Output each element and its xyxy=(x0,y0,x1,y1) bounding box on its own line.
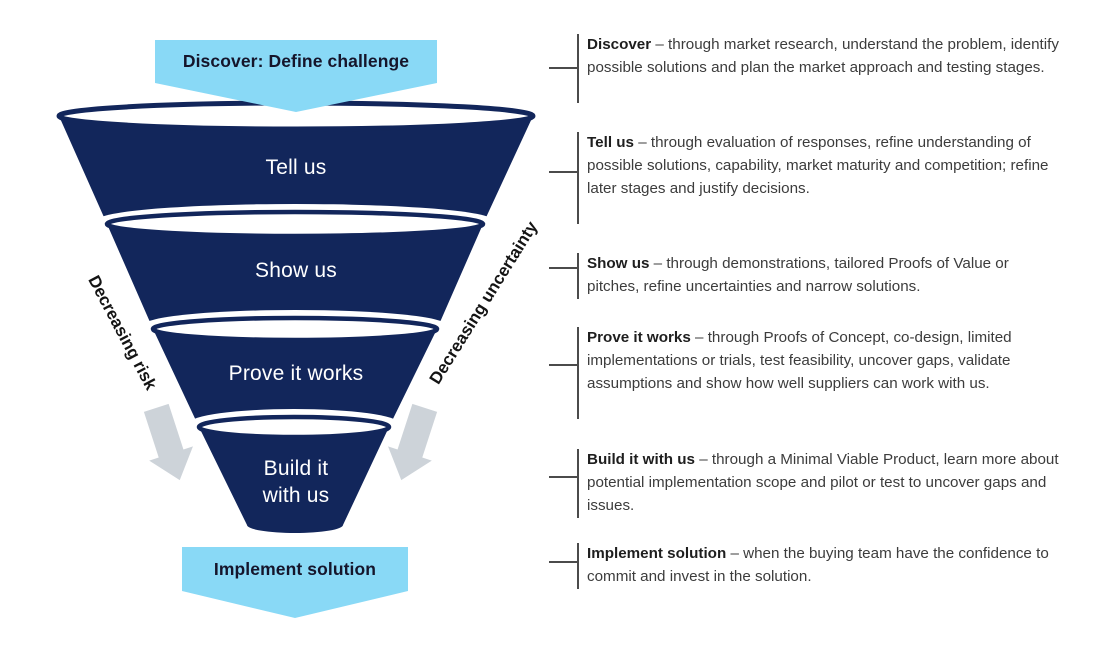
stage-label-show-us: Show us xyxy=(255,259,337,282)
bottom-banner-shape xyxy=(182,547,408,618)
connector-bar xyxy=(577,327,579,419)
connector-line xyxy=(549,267,578,269)
description-text: Discover – through market research, unde… xyxy=(587,33,1061,79)
description-row-show-us: Show us – through demonstrations, tailor… xyxy=(549,252,1061,299)
description-text: Implement solution – when the buying tea… xyxy=(587,542,1061,588)
connector-line xyxy=(549,364,578,366)
stage-label-build-it-with-us: Build it with us xyxy=(226,455,366,509)
stage-label-line2: with us xyxy=(262,484,330,507)
funnel-segment-prove-it-works xyxy=(153,329,437,437)
funnel-segment-build-it-with-us xyxy=(199,427,389,533)
connector-line xyxy=(549,476,578,478)
stage-label-prove-it-works: Prove it works xyxy=(228,362,364,385)
funnel-segment-tell-us xyxy=(59,116,533,236)
top-banner-shape xyxy=(155,40,437,112)
stage-label-line1: Build it xyxy=(263,457,329,480)
description-text: Tell us – through evaluation of response… xyxy=(587,131,1061,200)
description-row-prove-it-works: Prove it works – through Proofs of Conce… xyxy=(549,326,1061,419)
description-body: – through a Minimal Viable Product, lear… xyxy=(587,451,1059,514)
description-body: – through demonstrations, tailored Proof… xyxy=(587,255,1009,295)
description-lead: Tell us xyxy=(587,134,634,151)
description-text: Build it with us – through a Minimal Via… xyxy=(587,448,1061,517)
description-body: – through evaluation of responses, refin… xyxy=(587,134,1049,197)
top-banner-label: Discover: Define challenge xyxy=(182,51,410,71)
description-body: – through market research, understand th… xyxy=(587,36,1059,76)
down-arrow-right-icon xyxy=(388,403,438,481)
connector-bar xyxy=(577,34,579,103)
funnel-opening xyxy=(150,315,440,343)
description-lead: Show us xyxy=(587,255,650,272)
connector-bar xyxy=(577,132,579,224)
description-body: – when the buying team have the confiden… xyxy=(587,545,1049,585)
description-lead: Discover xyxy=(587,36,652,53)
description-lead: Build it with us xyxy=(587,451,695,468)
funnel-opening xyxy=(104,209,486,239)
connector-line xyxy=(549,171,578,173)
connector-line xyxy=(549,561,578,563)
connector-line xyxy=(549,67,578,69)
description-body: – through Proofs of Concept, co-design, … xyxy=(587,329,1012,392)
funnel-opening xyxy=(196,414,392,440)
description-row-tell-us: Tell us – through evaluation of response… xyxy=(549,131,1061,224)
connector-bar xyxy=(577,253,579,299)
connector-bar xyxy=(577,449,579,518)
description-row-discover: Discover – through market research, unde… xyxy=(549,33,1061,103)
description-text: Prove it works – through Proofs of Conce… xyxy=(587,326,1061,395)
down-arrow-left-icon xyxy=(143,403,193,481)
description-text: Show us – through demonstrations, tailor… xyxy=(587,252,1061,298)
funnel-segment-show-us xyxy=(107,224,483,340)
funnel-graphic xyxy=(56,40,536,618)
stage-label-tell-us: Tell us xyxy=(265,156,327,179)
connector-bar xyxy=(577,543,579,589)
description-row-implement-solution: Implement solution – when the buying tea… xyxy=(549,542,1061,589)
description-lead: Prove it works xyxy=(587,329,691,346)
description-lead: Implement solution xyxy=(587,545,727,562)
description-row-build-it-with-us: Build it with us – through a Minimal Via… xyxy=(549,448,1061,518)
bottom-banner-label: Implement solution xyxy=(213,559,377,579)
